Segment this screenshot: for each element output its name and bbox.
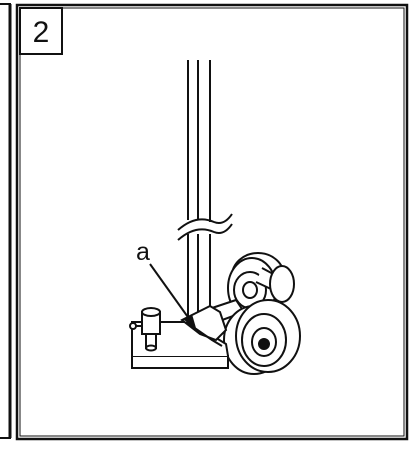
arrow-head-icon [184,314,196,328]
callout-label-a: a [136,238,150,266]
front-wheel [223,299,301,375]
callout-arrow [149,263,191,321]
step-number-box: 2 [19,7,63,55]
upright-shaft [177,60,233,318]
step-panel [15,3,409,441]
callout-a: a [136,238,196,328]
step-number: 2 [33,16,50,49]
rear-wheel [227,252,295,319]
clamp-knob [129,307,161,352]
adjacent-panel-edge [0,3,12,439]
